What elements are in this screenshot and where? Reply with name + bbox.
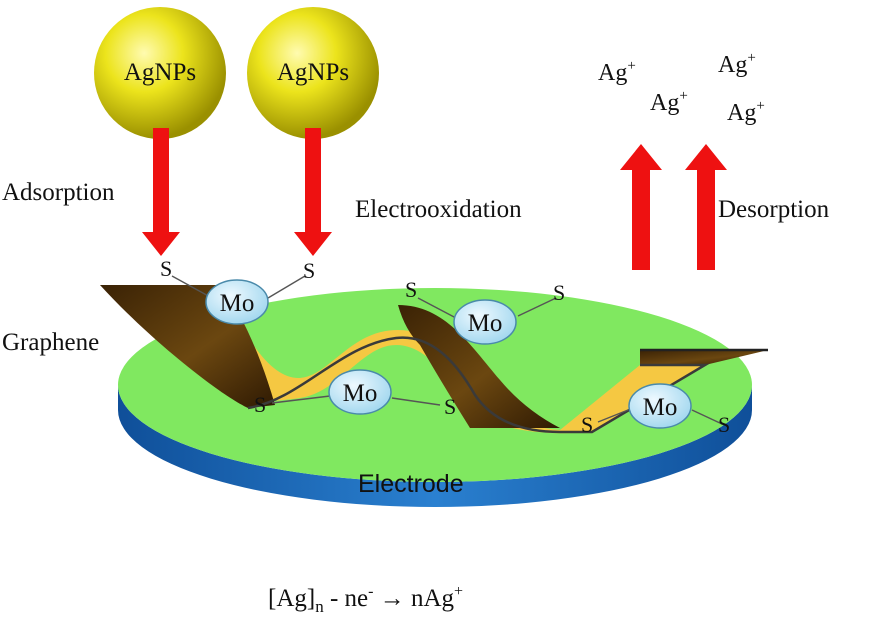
s-label: S: [718, 412, 730, 437]
mo-label: Mo: [220, 290, 255, 317]
silver-ions: Ag+ Ag+ Ag+ Ag+: [598, 50, 765, 126]
s-label: S: [444, 394, 456, 419]
mo-atom: Mo: [628, 383, 692, 429]
mo-label: Mo: [343, 380, 378, 407]
adsorption-label: Adsorption: [2, 179, 115, 206]
down-arrow: [294, 128, 332, 256]
graphene-fold-middle: [398, 305, 560, 428]
mo-atoms: Mo Mo Mo Mo: [205, 279, 692, 429]
electrode-disk: [118, 288, 752, 507]
reaction-equation: [Ag]n - ne- → nAg+: [268, 583, 463, 616]
mo-atom: Mo: [205, 279, 269, 325]
ag-ion: Ag+: [718, 50, 756, 78]
agnp-label: AgNPs: [124, 59, 196, 86]
graphene-edge-line: [247, 336, 710, 434]
mo-label: Mo: [643, 394, 678, 421]
s-label: S: [254, 392, 266, 417]
desorption-arrows: [620, 144, 727, 270]
up-arrow: [685, 144, 727, 270]
ag-ion: Ag+: [650, 88, 688, 116]
electrode-label: Electrode: [358, 470, 464, 498]
electrooxidation-label: Electrooxidation: [355, 196, 522, 223]
agnp-sphere: AgNPs: [247, 7, 379, 139]
s-label: S: [303, 258, 315, 283]
mo-atom: Mo: [453, 299, 517, 345]
electrode-top: [118, 288, 752, 482]
graphene-label: Graphene: [2, 329, 99, 356]
down-arrow: [142, 128, 180, 256]
s-label: S: [581, 412, 593, 437]
up-arrow: [620, 144, 662, 270]
s-atoms: S S S S S S S S: [160, 256, 730, 437]
agnp-sphere: AgNPs: [94, 7, 226, 139]
s-label: S: [405, 277, 417, 302]
ag-ion: Ag+: [727, 98, 765, 126]
mo-atom: Mo: [328, 369, 392, 415]
silver-nanoparticles: AgNPs AgNPs: [94, 7, 379, 139]
electrode-side: [118, 385, 752, 507]
mo-label: Mo: [468, 310, 503, 337]
adsorption-arrows: [142, 128, 332, 256]
s-mo-bonds: [171, 275, 723, 425]
s-label: S: [160, 256, 172, 281]
ag-ion: Ag+: [598, 58, 636, 86]
s-label: S: [553, 280, 565, 305]
agnp-label: AgNPs: [277, 59, 349, 86]
graphene-fold-right: [640, 350, 768, 365]
desorption-label: Desorption: [718, 196, 830, 223]
